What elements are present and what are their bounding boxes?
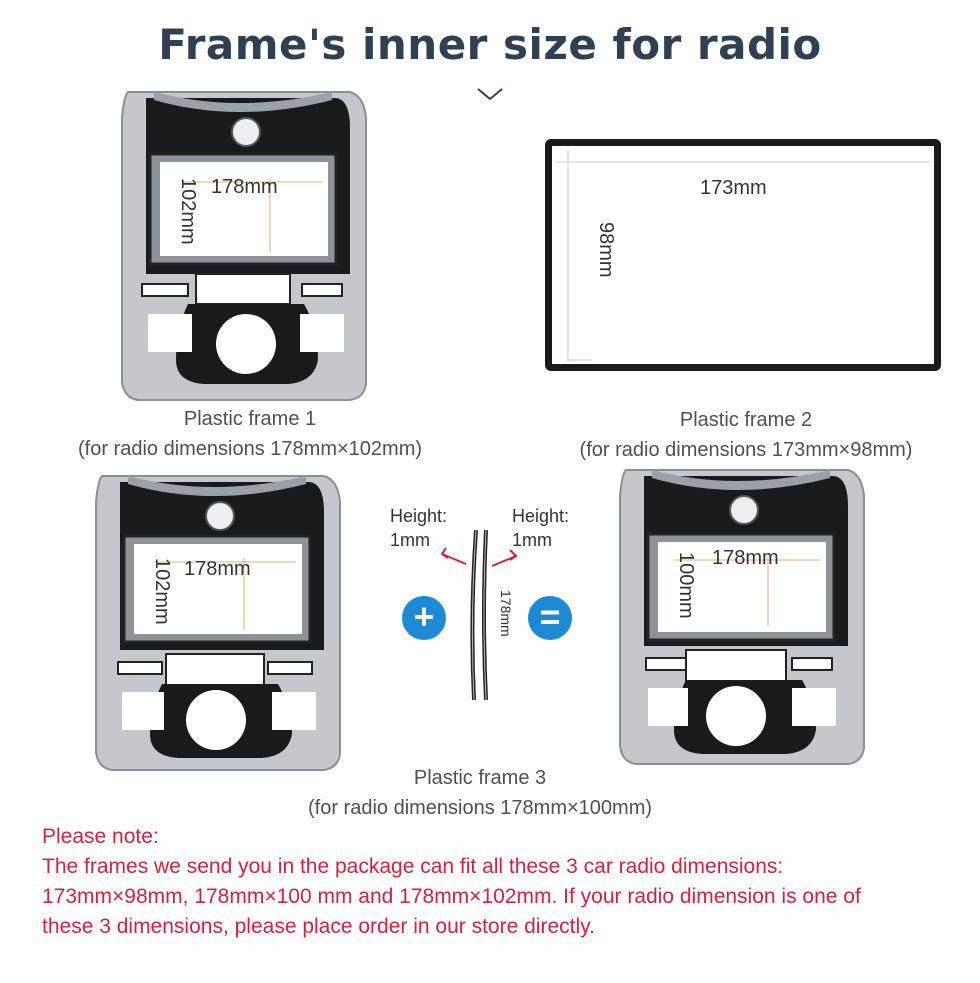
page-title: Frame's inner size for radio <box>158 20 822 69</box>
strip-height-left: Height: 1mm <box>390 504 447 552</box>
frame3-label: Plastic frame 3 <box>413 767 547 789</box>
strip-height-right-value: 1mm <box>512 530 552 550</box>
spacer-strips-image <box>440 529 518 701</box>
chevron-down-icon <box>477 88 503 101</box>
frame2-desc: (for radio dimensions 173mm×98mm) <box>579 439 913 461</box>
note-heading: Please note: <box>42 825 159 848</box>
strip-height-right-label: Height: <box>512 506 570 526</box>
frame2-caption: Plastic frame 2 (for radio dimensions 17… <box>540 405 952 465</box>
strip-length-label: 178mm <box>498 590 514 637</box>
strip-height-right: Height: 1mm <box>512 504 569 552</box>
frame3-right-width-label: 178mm <box>712 547 779 569</box>
strip-height-left-label: Height: <box>390 506 448 526</box>
frame1-desc: (for radio dimensions 178mm×102mm) <box>77 438 423 460</box>
frame3-right-height-label: 100mm <box>675 552 697 619</box>
frame1-label: Plastic frame 1 <box>183 408 317 430</box>
frame3-left-width-label: 178mm <box>184 558 251 580</box>
frame1-height-label: 102mm <box>177 178 199 245</box>
dash-panel-frame3-left-image <box>95 475 341 771</box>
frame3-desc: (for radio dimensions 178mm×100mm) <box>307 797 653 819</box>
frame2-label: Plastic frame 2 <box>679 409 813 431</box>
note-line-2: 173mm×98mm, 178mm×100 mm and 178mm×102mm… <box>42 885 861 908</box>
frame3-left-height-label: 102mm <box>151 558 173 625</box>
strip-height-left-value: 1mm <box>390 530 430 550</box>
dash-panel-frame3-right-image <box>619 469 865 765</box>
equals-icon: = <box>528 596 572 640</box>
frame1-width-label: 178mm <box>211 176 278 198</box>
frame1-caption: Plastic frame 1 (for radio dimensions 17… <box>40 404 460 464</box>
dash-panel-frame1-image <box>121 91 367 401</box>
frame3-caption: Plastic frame 3 (for radio dimensions 17… <box>240 763 720 823</box>
rectangular-frame2-image <box>545 139 941 371</box>
frame2-width-label: 173mm <box>700 177 767 199</box>
note-block: Please note: The frames we send you in t… <box>42 822 962 942</box>
note-line-1: The frames we send you in the package ca… <box>42 855 784 878</box>
note-line-3: these 3 dimensions, please place order i… <box>42 915 595 938</box>
frame2-height-label: 98mm <box>595 222 617 278</box>
plus-icon: + <box>402 596 446 640</box>
